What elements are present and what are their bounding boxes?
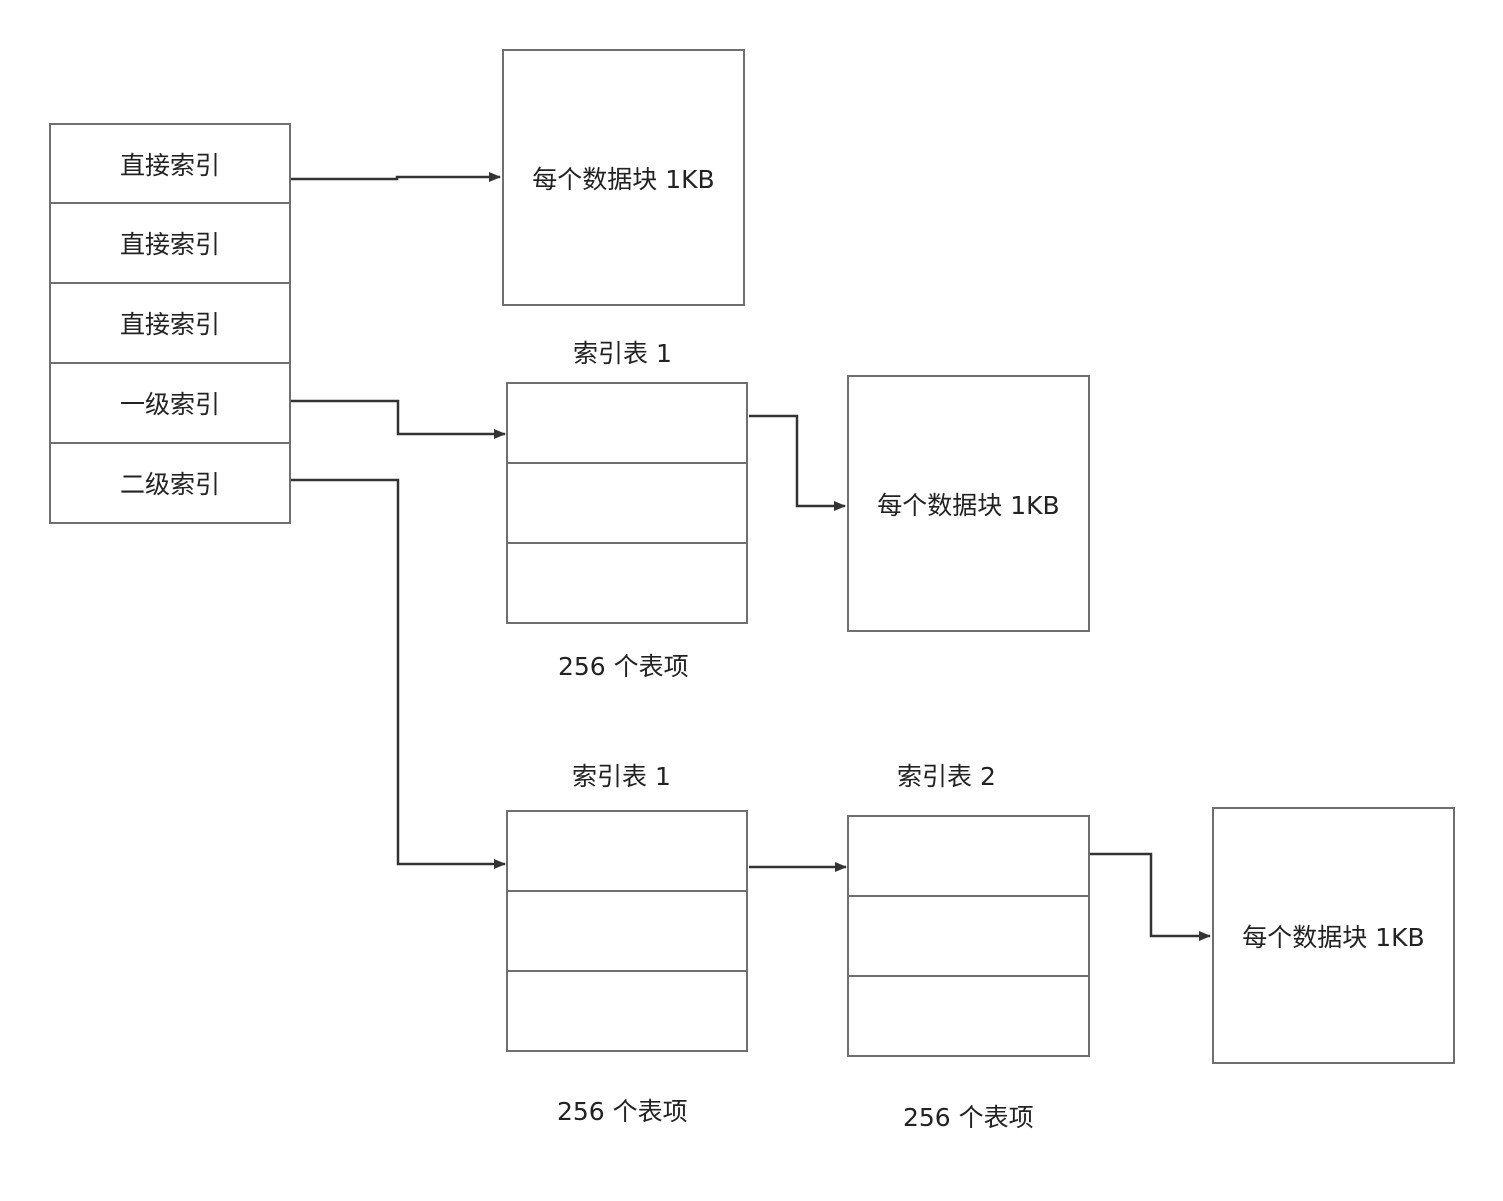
inode-row-double-indirect: 二级索引: [49, 442, 291, 524]
double-index-table-1-caption: 256 个表项: [557, 1097, 688, 1126]
inode-row-direct-3: 直接索引: [49, 282, 291, 364]
data-block-label: 每个数据块 1KB: [532, 164, 715, 194]
double-index-table-2-caption: 256 个表项: [903, 1103, 1034, 1132]
index-table-entry: [847, 975, 1090, 1057]
index-table-entry: [506, 970, 748, 1052]
index-table-entry: [506, 890, 748, 972]
index-table-entry: [506, 542, 748, 624]
data-block-label: 每个数据块 1KB: [877, 490, 1060, 520]
data-block-label: 每个数据块 1KB: [1242, 922, 1425, 952]
index-table-entry: [506, 462, 748, 544]
index-table-entry: [506, 382, 748, 464]
arrow-direct-to-block: [291, 172, 501, 182]
arrow-single-to-table: [291, 399, 506, 439]
inode-row-direct-1: 直接索引: [49, 123, 291, 204]
direct-data-block: 每个数据块 1KB: [502, 49, 745, 306]
inode-row-label: 二级索引: [119, 470, 220, 499]
inode-row-label: 直接索引: [119, 150, 220, 180]
single-data-block: 每个数据块 1KB: [847, 375, 1090, 632]
inode-row-label: 一级索引: [119, 390, 220, 419]
double-index-table-2-title: 索引表 2: [897, 762, 996, 791]
single-index-table-caption: 256 个表项: [558, 652, 689, 681]
arrow-table-to-block: [749, 414, 846, 511]
inode-row-label: 直接索引: [119, 230, 220, 259]
inode-row-label: 直接索引: [119, 310, 220, 339]
double-data-block: 每个数据块 1KB: [1212, 807, 1455, 1064]
single-index-table-title: 索引表 1: [573, 339, 672, 368]
inode-row-single-indirect: 一级索引: [49, 362, 291, 444]
double-index-table-1-title: 索引表 1: [572, 762, 671, 791]
arrow-double-to-table1: [291, 478, 506, 869]
arrow-table2-to-block: [1090, 852, 1211, 941]
